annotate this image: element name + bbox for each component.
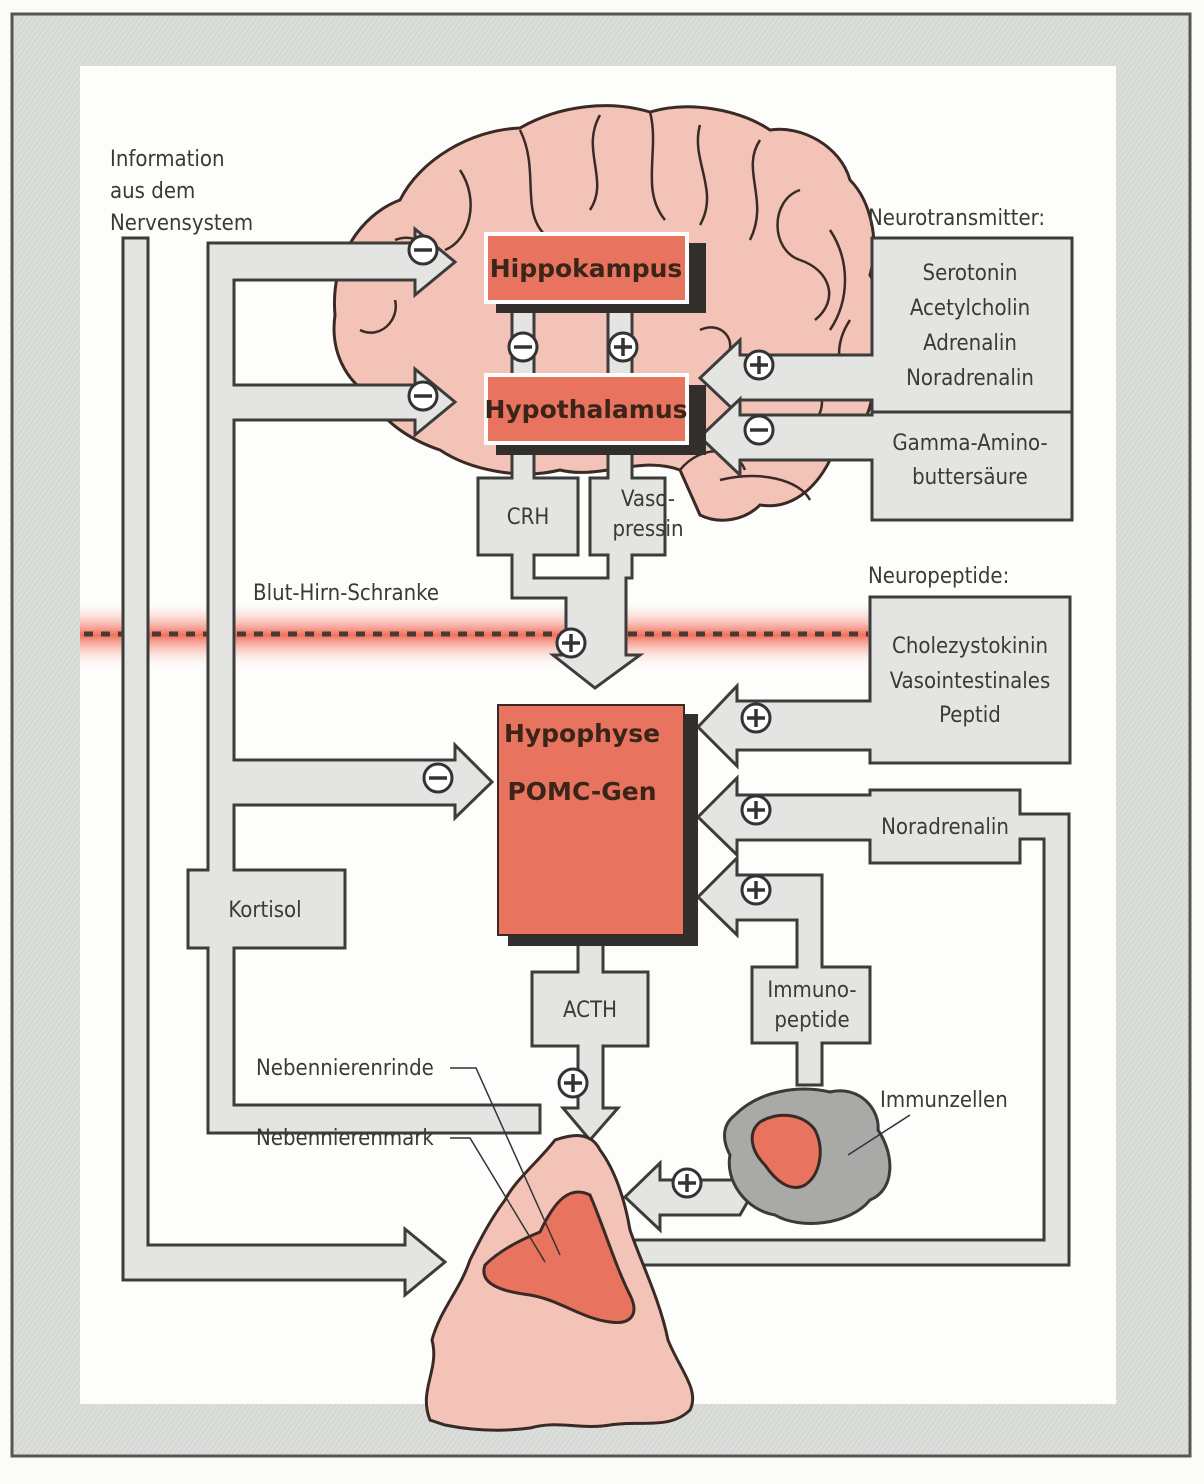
neuropeptide-box <box>695 595 1072 770</box>
kortisol-feedback-pipe <box>186 225 542 1135</box>
neuropeptide-cholezystokinin: Cholezystokinin <box>892 634 1048 659</box>
sign-minus-hypothalamus <box>407 380 439 412</box>
sign-plus-crh <box>555 627 587 659</box>
sign-plus-noradrenalin <box>740 794 772 826</box>
info-source-line-2: aus dem <box>110 179 195 204</box>
pomc-gene-label: POMC-Gen <box>507 777 656 806</box>
adrenal-cortex-label: Nebennierenrinde <box>256 1056 434 1081</box>
sign-minus-hippo-hypo <box>507 331 539 363</box>
gaba-label-2: buttersäure <box>912 465 1028 490</box>
acth-label: ACTH <box>563 998 617 1023</box>
sign-minus-kortisol-pituitary <box>422 762 454 794</box>
vasopressin-label-2: pressin <box>612 517 683 542</box>
immunopeptide-pipe <box>695 854 872 1087</box>
kortisol-label: Kortisol <box>228 898 301 923</box>
adrenal-medulla-shape <box>482 1190 636 1325</box>
hypothalamus-label: Hypothalamus <box>484 395 687 424</box>
neurotransmitter-heading: Neurotransmitter: <box>868 206 1045 231</box>
sign-plus-hippo-hypo <box>607 331 639 363</box>
sign-plus-neurotransmitter <box>743 349 775 381</box>
neuropeptide-peptid: Peptid <box>939 703 1001 728</box>
sign-plus-neuropeptide <box>740 702 772 734</box>
adrenal-gland <box>424 1134 695 1432</box>
sign-minus-hippocampus <box>407 234 439 266</box>
neurotransmitter-noradrenalin: Noradrenalin <box>906 366 1034 391</box>
nervous-system-pipe <box>121 236 448 1299</box>
neurotransmitter-adrenalin: Adrenalin <box>923 331 1017 356</box>
adrenal-medulla-label: Nebennierenmark <box>256 1126 434 1151</box>
sign-plus-immune-adrenal <box>671 1167 703 1199</box>
immune-cells-label: Immunzellen <box>880 1088 1008 1113</box>
neuropeptide-vasointestinales: Vasointestinales <box>890 669 1051 694</box>
pituitary-label: Hypophyse <box>504 719 660 748</box>
noradrenalin-pipe <box>611 774 1071 1267</box>
vasopressin-label-1: Vaso- <box>621 487 675 512</box>
neurotransmitter-acetylcholin: Acetylcholin <box>910 296 1030 321</box>
noradrenalin-label: Noradrenalin <box>881 815 1009 840</box>
gaba-label-1: Gamma-Amino- <box>892 431 1047 456</box>
adrenal-medulla-leader <box>450 1137 546 1263</box>
info-source-line-3: Nervensystem <box>110 211 253 236</box>
hippocampus-box <box>488 236 685 300</box>
acth-pipe <box>530 938 650 1143</box>
immunopeptide-label-2: peptide <box>774 1008 849 1033</box>
blood-brain-barrier-label: Blut-Hirn-Schranke <box>253 581 439 606</box>
crh-vasopressin-pipe <box>476 443 667 690</box>
hippocampus-label: Hippokampus <box>490 254 683 283</box>
sign-minus-gaba <box>743 414 775 446</box>
immune-cell <box>723 1087 892 1225</box>
hypothalamus-box <box>488 377 685 441</box>
pituitary-box <box>497 704 685 936</box>
info-source-line-1: Information <box>110 147 225 172</box>
immune-cells-leader <box>847 1114 911 1156</box>
crh-label: CRH <box>507 505 549 530</box>
immune-cell-nucleus <box>750 1113 822 1189</box>
adrenal-cortex-leader <box>450 1067 561 1256</box>
neuropeptide-heading: Neuropeptide: <box>868 564 1009 589</box>
neurotransmitter-serotonin: Serotonin <box>923 261 1018 286</box>
sign-plus-acth <box>557 1067 589 1099</box>
immunopeptide-label-1: Immuno- <box>767 978 856 1003</box>
sign-plus-immunopeptide <box>740 874 772 906</box>
